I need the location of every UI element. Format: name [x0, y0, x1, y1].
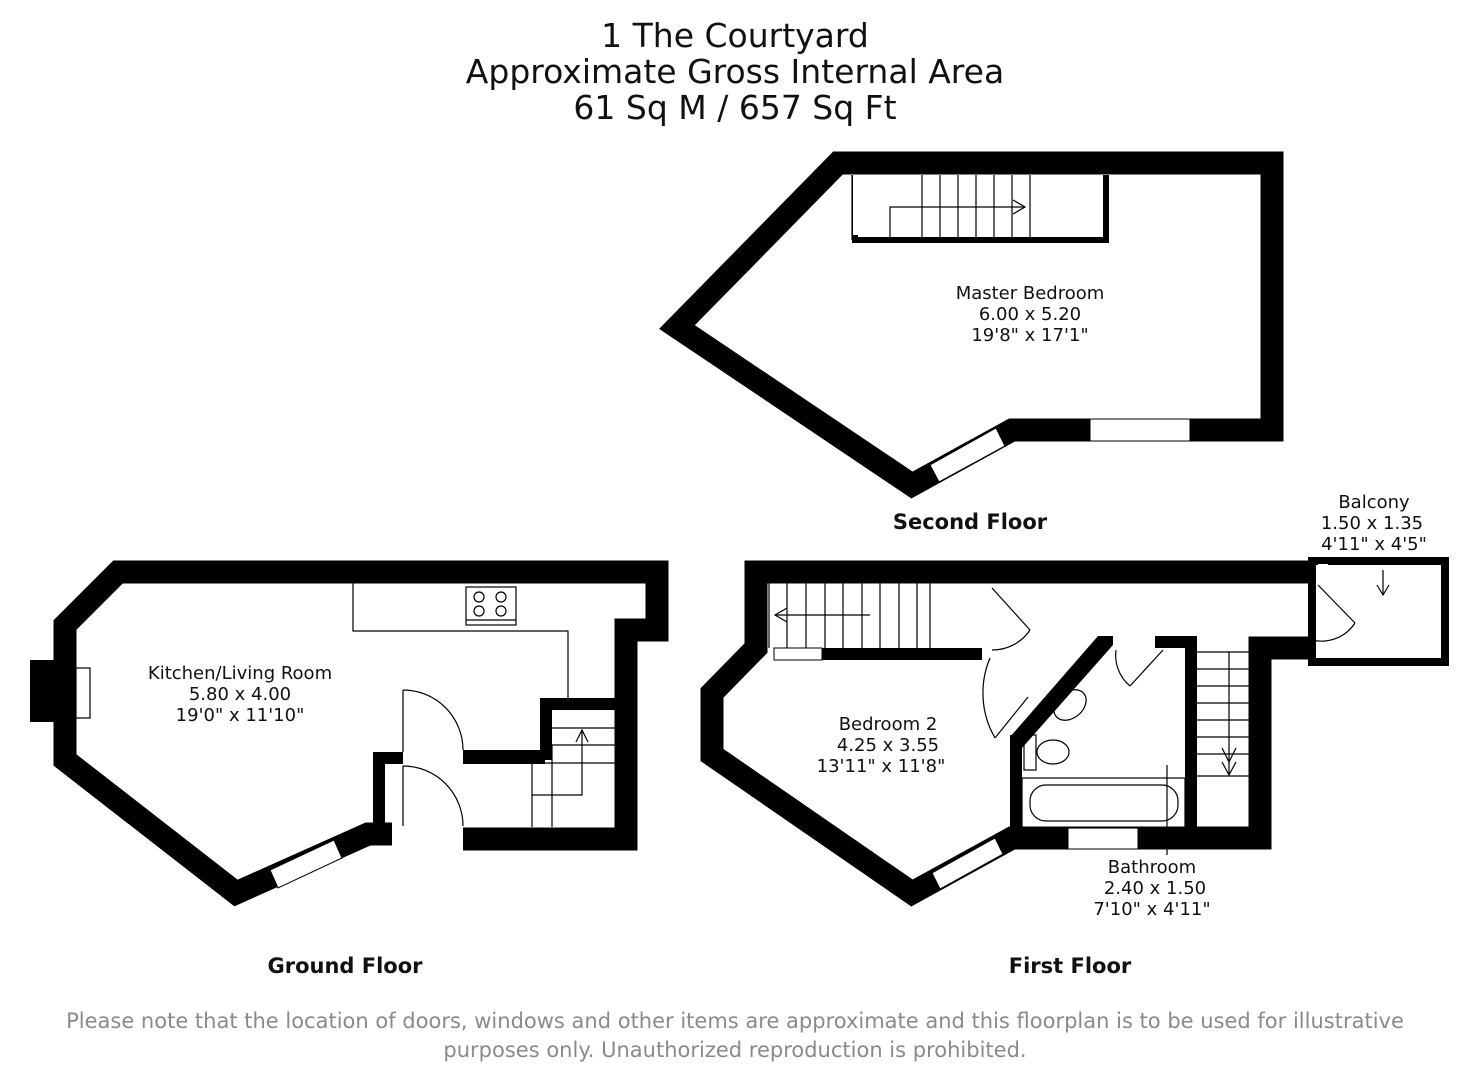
floor-label: First Floor — [1009, 954, 1132, 978]
fireplace — [75, 667, 91, 719]
window — [269, 839, 343, 889]
ground-floor-walls — [53, 560, 669, 907]
toilet-icon — [1036, 739, 1070, 765]
room-name: Master Bedroom — [956, 283, 1105, 304]
property-title: 1 The Courtyard — [601, 16, 869, 55]
second-floor-plan: Master Bedroom 6.00 x 5.20 19'8" x 17'1"… — [659, 151, 1284, 534]
room-metric: 1.50 x 1.35 — [1321, 513, 1423, 534]
hob-icon — [465, 586, 517, 626]
bathroom-fixtures — [1021, 689, 1186, 855]
staircase — [531, 727, 615, 827]
room-metric: 2.40 x 1.50 — [1104, 878, 1206, 899]
area-value: 61 Sq M / 657 Sq Ft — [573, 88, 897, 127]
sink-icon — [1053, 689, 1087, 721]
room-metric: 4.25 x 3.55 — [837, 735, 939, 756]
disclaimer: Please note that the location of doors, … — [0, 1007, 1470, 1065]
window — [773, 647, 823, 661]
disclaimer-line-1: Please note that the location of doors, … — [66, 1009, 1404, 1033]
room-imperial: 4'11" x 4'5" — [1321, 534, 1427, 555]
balcony-outline — [1308, 557, 1449, 666]
staircase — [768, 583, 1258, 777]
first-floor-plan: Bedroom 2 4.25 x 3.55 13'11" x 11'8" Bat… — [700, 492, 1449, 978]
room-name: Bathroom — [1108, 857, 1196, 878]
floorplan-drawing: Master Bedroom 6.00 x 5.20 19'8" x 17'1"… — [30, 151, 1449, 978]
first-floor-walls — [700, 560, 1315, 907]
room-name: Balcony — [1338, 492, 1410, 513]
ground-floor-plan: Kitchen/Living Room 5.80 x 4.00 19'0" x … — [30, 560, 669, 978]
room-name: Kitchen/Living Room — [148, 663, 332, 684]
room-imperial: 19'0" x 11'10" — [176, 705, 305, 726]
window — [929, 427, 1006, 483]
door-swing — [402, 689, 464, 827]
window — [1067, 826, 1139, 850]
disclaimer-line-2: purposes only. Unauthorized reproduction… — [443, 1038, 1027, 1062]
toilet-cistern — [1023, 734, 1037, 771]
door-swing — [982, 570, 1390, 739]
room-metric: 6.00 x 5.20 — [979, 304, 1081, 325]
room-metric: 5.80 x 4.00 — [189, 684, 291, 705]
window — [1089, 418, 1191, 442]
room-imperial: 13'11" x 11'8" — [817, 756, 946, 777]
room-imperial: 7'10" x 4'11" — [1093, 899, 1210, 920]
bathtub-icon — [1029, 784, 1179, 822]
area-subtitle: Approximate Gross Internal Area — [465, 52, 1005, 91]
kitchen-counter — [352, 583, 569, 698]
floor-label: Ground Floor — [267, 954, 423, 978]
room-imperial: 19'8" x 17'1" — [971, 325, 1088, 346]
staircase — [851, 175, 1109, 243]
bath-surround — [1021, 777, 1186, 829]
floor-label: Second Floor — [893, 510, 1048, 534]
room-name: Bedroom 2 — [839, 714, 938, 735]
window — [931, 837, 1004, 890]
second-floor-walls — [659, 151, 1284, 499]
